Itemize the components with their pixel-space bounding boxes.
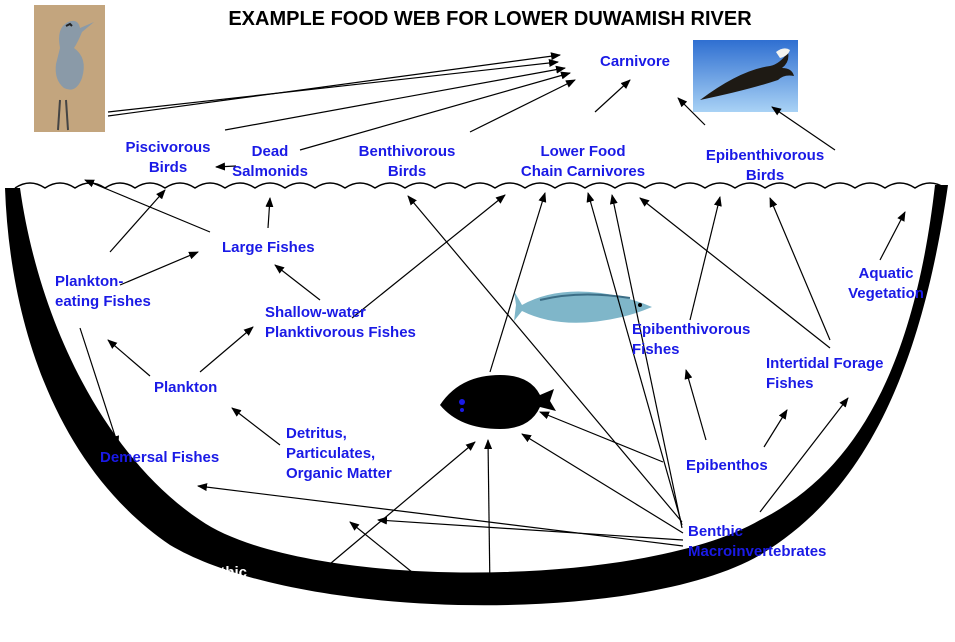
water-surface — [14, 182, 946, 189]
trophic-arrows — [79, 52, 906, 593]
node-lower-food-chain-line1: Lower Food — [540, 143, 626, 160]
node-epibenthivorous-fishes-line2: Fishes — [632, 341, 680, 358]
diagram-title: EXAMPLE FOOD WEB FOR LOWER DUWAMISH RIVE… — [228, 8, 752, 30]
node-intertidal-forage-fishes: Intertidal Forage Fishes — [766, 354, 884, 394]
node-benthic-invertebrates: Benthic Invertebrates — [192, 563, 286, 603]
node-demersal-fishes: Demersal Fishes — [100, 449, 220, 466]
node-benthic-macroinvertebrates: Benthic Macroinvertebrates — [688, 522, 826, 562]
node-detritus-line1: Detritus, — [286, 425, 347, 442]
salmon-icon — [514, 291, 652, 323]
node-sediment: SEDIMENT — [446, 618, 524, 635]
node-aquatic-vegetation: Aquatic Vegetation — [836, 264, 936, 304]
node-detritus-line3: Organic Matter — [286, 465, 392, 482]
node-detritus: Detritus, Particulates, Organic Matter — [286, 424, 392, 484]
node-lower-food-chain-line2: Chain Carnivores — [520, 163, 646, 180]
node-piscivorous-birds-line1: Piscivorous — [125, 139, 211, 156]
node-epibenthivorous-fishes: Epibenthivorous Fishes — [632, 320, 750, 360]
heron-icon — [34, 5, 105, 132]
node-plankton-eating-line1: Plankton- — [55, 273, 124, 290]
node-lower-food-chain-carnivores: Lower Food Chain Carnivores — [508, 142, 658, 182]
node-epibenthos: Epibenthos — [686, 457, 768, 474]
node-benthivorous-birds: Benthivorous Birds — [352, 142, 462, 182]
node-epibenthivorous-birds: Epibenthivorous Birds — [690, 146, 840, 186]
node-piscivorous-birds-line2: Birds — [148, 159, 188, 176]
node-benthivorous-birds-line2: Birds — [387, 163, 427, 180]
node-benthic-invertebrates-line2: Invertebrates — [192, 584, 287, 601]
node-benthic-macro-line2: Macroinvertebrates — [688, 543, 827, 560]
node-epibenthivorous-fishes-line1: Epibenthivorous — [632, 321, 751, 338]
node-epibenthivorous-birds-line2: Birds — [745, 167, 785, 184]
node-shallow-water-planktivorous-fishes: Shallow-water Planktivorous Fishes — [265, 303, 416, 343]
node-aquatic-vegetation-line1: Aquatic — [858, 265, 914, 282]
node-dead-salmonids-line1: Dead — [251, 143, 289, 160]
node-dead-salmonids-line2: Salmonids — [232, 163, 308, 180]
node-plankton: Plankton — [154, 379, 218, 396]
eagle-icon — [693, 40, 798, 112]
node-plankton-eating-line2: eating Fishes — [55, 293, 151, 310]
node-dead-salmonids: Dead Salmonids — [230, 142, 310, 182]
node-piscivorous-birds: Piscivorous Birds — [118, 138, 218, 178]
node-benthic-invertebrates-line1: Benthic — [192, 564, 248, 581]
node-large-fishes: Large Fishes — [222, 239, 315, 256]
node-intertidal-forage-line1: Intertidal Forage — [766, 355, 884, 372]
node-shallow-water-line2: Planktivorous Fishes — [265, 324, 416, 341]
node-epibenthivorous-birds-line1: Epibenthivorous — [705, 147, 825, 164]
node-carnivore: Carnivore — [600, 53, 671, 70]
flounder-icon — [440, 375, 556, 429]
node-plankton-eating-fishes: Plankton- eating Fishes — [55, 272, 151, 312]
node-detritus-line2: Particulates, — [286, 445, 376, 462]
node-aquatic-vegetation-line2: Vegetation — [848, 285, 924, 302]
node-intertidal-forage-line2: Fishes — [766, 375, 814, 392]
node-benthic-macro-line1: Benthic — [688, 523, 744, 540]
node-shallow-water-line1: Shallow-water — [265, 304, 366, 321]
node-benthivorous-birds-line1: Benthivorous — [358, 143, 456, 160]
